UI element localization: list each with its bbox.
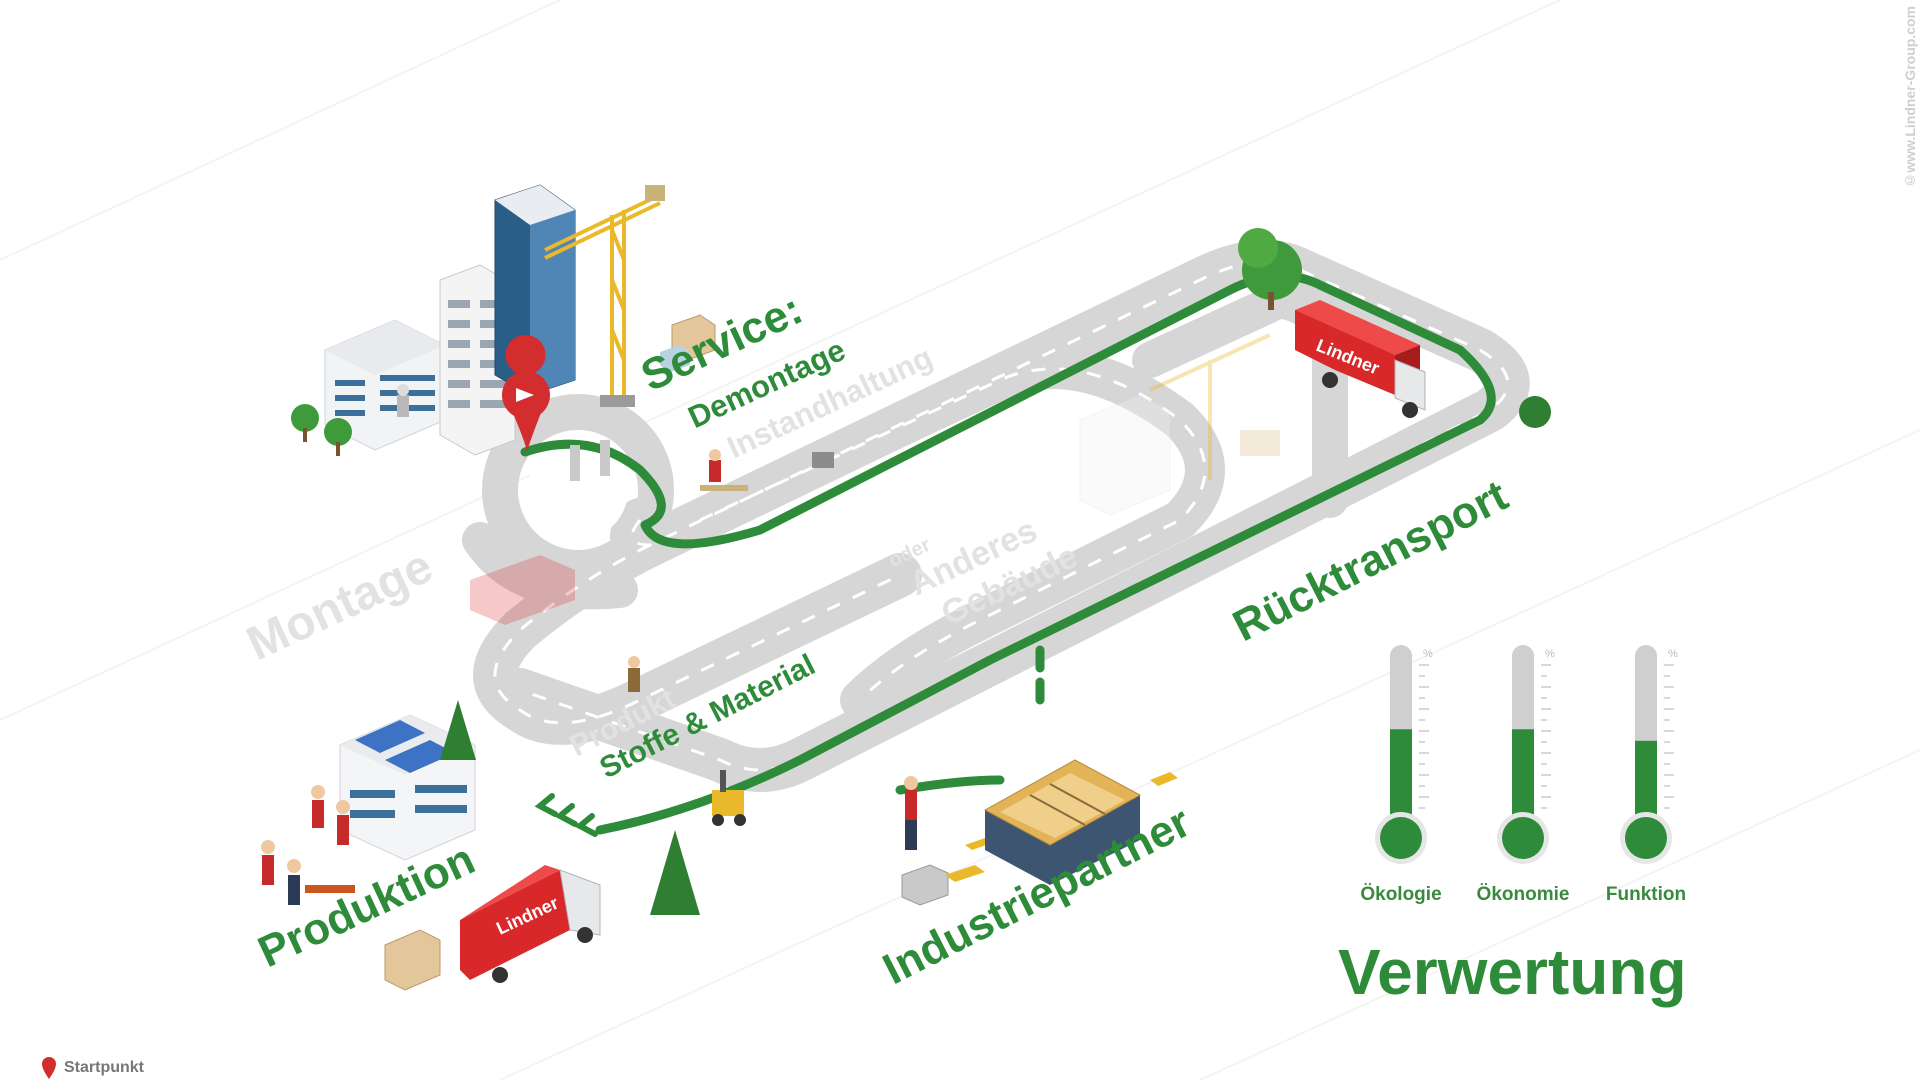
gauge-unit: % [1545,648,1555,660]
workers [397,384,918,850]
legend: Startpunkt [40,1056,144,1080]
gauge-label-oekologie: Ökologie [1360,884,1442,905]
gauge-fill [1635,740,1657,820]
faded-construction [1079,333,1280,516]
pine-tree-left [440,700,476,760]
gauge-bulb [1502,817,1544,859]
start-marker [502,335,550,452]
gauge-bulb [1380,817,1422,859]
gauge-fill [1390,729,1412,820]
gauge-unit: % [1668,648,1678,660]
gauge-label-oekonomie: Ökonomie [1476,884,1570,905]
copyright-text: ©www.Lindner-Group.com [1902,6,1918,189]
tree-top [1238,228,1302,310]
start-marker-icon [42,1057,56,1079]
gauge-label-funktion: Funktion [1605,884,1687,905]
forklift [712,770,746,826]
production-workers [261,785,355,905]
label-verwertung: Verwertung [1338,936,1687,1008]
city-buildings [291,184,576,456]
crane-base [600,395,635,407]
gauge-2: % [1620,645,1678,864]
production-building [339,714,476,861]
direction-chevrons [534,793,598,837]
legend-start-label: Startpunkt [64,1059,144,1076]
gauge-unit: % [1423,648,1433,660]
crane-load [645,185,665,201]
gauge-fill [1512,729,1534,820]
concrete-block [812,452,834,468]
gauge-bulb [1625,817,1667,859]
gauge-0: % [1375,645,1433,864]
boxes-bottom [384,772,1178,991]
truck-bottom [460,865,601,983]
faded-van [470,555,575,625]
pallet-stack [660,314,716,372]
industry-partner-building [983,759,1142,885]
bush-right [1519,396,1551,428]
pine-tree-bottom [650,830,700,915]
crane [544,193,661,400]
gauge-1: % [1497,645,1555,864]
truck-top [1295,300,1426,418]
gauge-group: %%% [1375,645,1678,864]
